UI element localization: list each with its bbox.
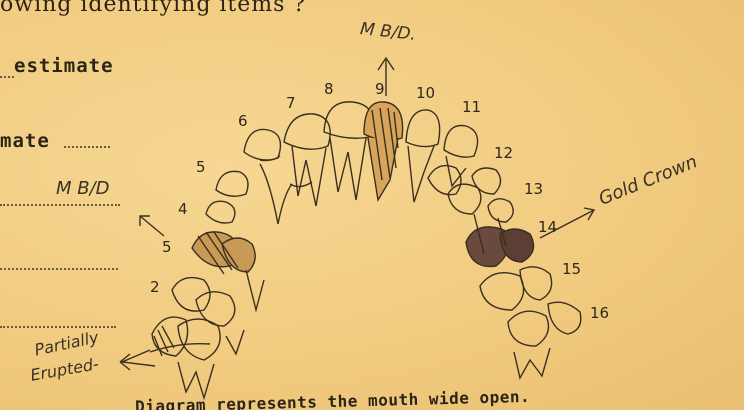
tooth-number: 6 [238, 112, 248, 130]
tooth-number: 4 [178, 200, 188, 218]
tooth-number: 10 [416, 84, 435, 102]
tooth-number: 5 [162, 238, 172, 256]
tooth-number: 11 [462, 98, 481, 116]
tooth-number: 14 [538, 218, 557, 236]
tooth-number: 12 [494, 144, 513, 162]
tooth-number: 8 [324, 80, 334, 98]
tooth-number: 9 [375, 80, 385, 98]
tooth-number: 16 [590, 304, 609, 322]
tooth-number: 2 [150, 278, 160, 296]
tooth-number: 7 [286, 94, 296, 112]
tooth-number: 15 [562, 260, 581, 278]
tooth-number: 5 [196, 158, 206, 176]
tooth-number: 13 [524, 180, 543, 198]
